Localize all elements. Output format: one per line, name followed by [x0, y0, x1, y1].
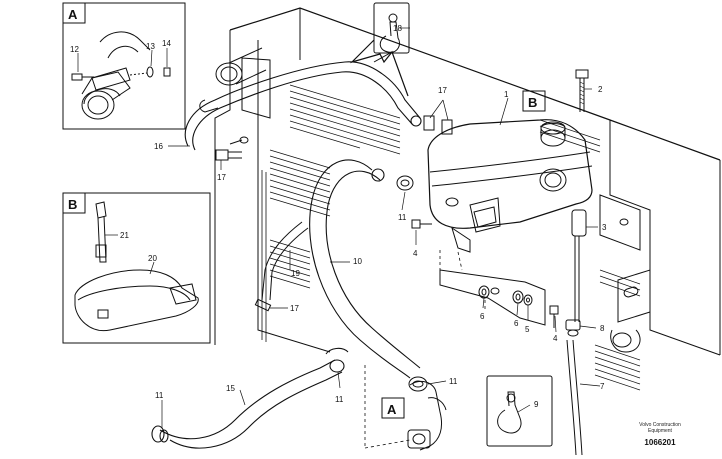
part-label-11-right: 11	[449, 377, 458, 386]
level-sensor-3	[571, 209, 587, 322]
part-label-1: 1	[504, 90, 509, 99]
part-label-7: 7	[600, 382, 605, 391]
part-label-19: 19	[291, 269, 300, 278]
callout-b-letter: B	[528, 95, 537, 110]
lower-pipe-connector	[407, 381, 447, 451]
hose-10	[309, 159, 421, 379]
part-label-6-left: 6	[480, 312, 485, 321]
part-label-8: 8	[600, 324, 605, 333]
hose-19	[254, 221, 309, 312]
detail-box-b	[62, 192, 211, 344]
part-label-13: 13	[146, 42, 155, 51]
detail-box-a	[62, 2, 186, 130]
assembly-lines	[364, 250, 486, 449]
bolt-2	[575, 69, 589, 112]
part-label-6-right: 6	[514, 319, 519, 328]
figure-number: 1066201	[644, 438, 676, 447]
part-label-18: 18	[393, 24, 402, 33]
part-label-14: 14	[162, 39, 171, 48]
detail-box-18	[349, 2, 410, 97]
detail-box-a-letter: A	[68, 7, 78, 22]
part-label-11-upper: 11	[398, 213, 407, 222]
brand-line-1: Volvo Construction	[639, 422, 681, 428]
part-label-2: 2	[598, 85, 603, 94]
part-label-12: 12	[70, 45, 79, 54]
expansion-tank	[427, 119, 593, 253]
part-label-11-left: 11	[155, 391, 164, 400]
upper-inlet-pipe	[199, 47, 267, 113]
part-label-10: 10	[353, 257, 362, 266]
hose-7	[566, 339, 583, 456]
part-label-11-mid: 11	[335, 395, 344, 404]
part-label-9: 9	[534, 400, 539, 409]
detail-box-9	[486, 375, 553, 447]
part-label-15: 15	[226, 384, 235, 393]
clips-17-top	[423, 115, 453, 135]
part-label-4-right: 4	[553, 334, 558, 343]
part-number-labels: 1 2 3 4 4 5 6 6 7 8 9 10 11 11 11 11 12 …	[70, 24, 607, 409]
part-label-3: 3	[602, 223, 607, 232]
fitting-8	[565, 319, 581, 337]
mounting-bracket	[439, 269, 546, 326]
clip-17-left	[215, 136, 249, 161]
hose-16	[184, 61, 422, 151]
part-label-17-top: 17	[438, 86, 447, 95]
clamp-11-upper	[396, 175, 414, 191]
part-label-16: 16	[154, 142, 163, 151]
clamp-11-lower-right	[408, 376, 428, 392]
hose-15	[151, 347, 349, 449]
part-label-17-bottom: 17	[290, 304, 299, 313]
callout-a-letter: A	[387, 402, 397, 417]
radiator-assembly	[214, 7, 721, 391]
detail-box-letters: A B B A	[68, 7, 537, 417]
leader-lines	[77, 27, 601, 428]
part-label-21: 21	[120, 231, 129, 240]
part-label-17-left: 17	[217, 173, 226, 182]
bolt-4-right	[549, 305, 559, 328]
footer-credit: Volvo Construction Equipment 1066201	[639, 422, 681, 447]
part-label-5: 5	[525, 325, 530, 334]
part-label-4-left: 4	[413, 249, 418, 258]
part-label-20: 20	[148, 254, 157, 263]
bolt-4-left	[411, 219, 432, 229]
callout-box-a	[381, 397, 405, 419]
detail-box-b-letter: B	[68, 197, 77, 212]
brand-line-2: Equipment	[648, 428, 673, 434]
washers-5-6	[478, 285, 533, 306]
callout-box-b	[522, 90, 546, 112]
